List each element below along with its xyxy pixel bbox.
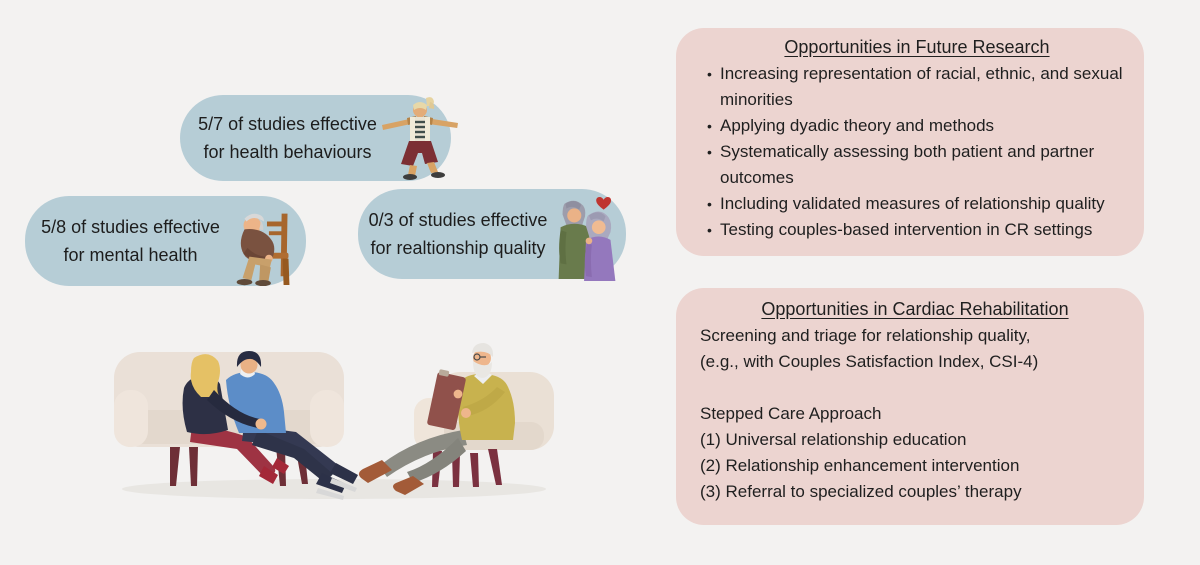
future-research-bullet: Including validated measures of relation… [707, 191, 1130, 217]
cardiac-rehab-title: Opportunities in Cardiac Rehabilitation [761, 299, 1069, 319]
blank-line [700, 375, 1130, 401]
future-research-bullet-list: Increasing representation of racial, eth… [704, 61, 1130, 243]
stepped-care-step: (1) Universal relationship education [700, 430, 967, 449]
screening-line1: Screening and triage for relationship qu… [700, 326, 1031, 345]
future-research-bullet: Applying dyadic theory and methods [707, 113, 1130, 139]
screening-line2: (e.g., with Couples Satisfaction Index, … [700, 352, 1039, 371]
sad-old-man-icon [236, 213, 290, 286]
bubble-health-behaviours: 5/7 of studies effective for health beha… [180, 95, 458, 181]
future-research-title: Opportunities in Future Research [784, 37, 1050, 57]
panel-future-research: Opportunities in Future Research Increas… [676, 28, 1144, 256]
bubble-relationship-line1: 0/3 of studies effective [368, 210, 548, 230]
couples-therapy-illustration [114, 343, 554, 500]
bubble-mental-line1: 5/8 of studies effective [41, 217, 220, 237]
stepped-care-step: (2) Relationship enhancement interventio… [700, 456, 1020, 475]
future-research-bullet: Testing couples-based intervention in CR… [707, 217, 1130, 243]
bubble-relationship-line2: for realtionship quality [370, 238, 546, 258]
stepped-care-step: (3) Referral to specialized couples’ the… [700, 482, 1022, 501]
bubble-health-line2: for health behaviours [203, 142, 372, 162]
panel-cardiac-rehab: Opportunities in Cardiac Rehabilitation … [676, 288, 1144, 525]
bubble-health-line1: 5/7 of studies effective [198, 114, 377, 134]
yoga-person-icon [382, 97, 458, 180]
bubble-mental-line2: for mental health [63, 245, 198, 265]
stepped-care-subheading: Stepped Care Approach [700, 404, 882, 423]
elderly-couple-icon [558, 196, 616, 281]
bubble-relationship-quality: 0/3 of studies effective for realtionshi… [358, 189, 626, 281]
future-research-bullet: Increasing representation of racial, eth… [707, 61, 1130, 113]
bubble-mental-health: 5/8 of studies effective for mental heal… [25, 196, 306, 286]
future-research-bullet: Systematically assessing both patient an… [707, 139, 1130, 191]
